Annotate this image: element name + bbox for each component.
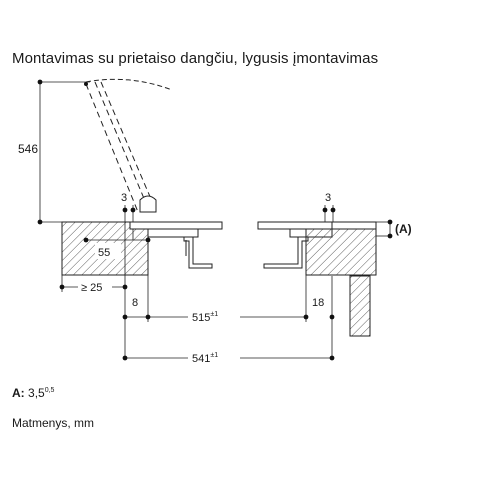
min-distance-label-bg: [78, 280, 112, 294]
height-value: 546: [18, 142, 38, 156]
min-distance-value: ≥ 25: [81, 282, 102, 294]
dim-dot: [122, 355, 128, 361]
dim-dot: [329, 314, 335, 320]
right-countertop-top: [331, 221, 377, 230]
outer-width-label-bg: [188, 351, 240, 365]
depth-value: 55: [98, 247, 110, 259]
depth-label-bg: [95, 243, 121, 259]
lid-open-outline: [85, 81, 155, 213]
dim-dot: [387, 219, 393, 225]
dim-dot: [329, 355, 335, 361]
dim-dot: [59, 284, 65, 290]
tolerance-marker-lines: [376, 221, 391, 237]
inner-width-label-bg: [188, 310, 240, 324]
gap-right-value: 3: [325, 192, 331, 204]
dim-dot: [387, 233, 393, 239]
diagram-title: Montavimas su prietaiso dangčiu, lygusis…: [12, 50, 379, 67]
note-units: Matmenys, mm: [12, 416, 95, 430]
dim-dot: [303, 314, 309, 320]
dim-dot: [330, 207, 336, 213]
lid-swing-arc: [85, 78, 173, 91]
cooktop-left: [129, 195, 223, 269]
dim-dot: [83, 237, 89, 243]
gap-left-value: 3: [121, 192, 127, 204]
offset-left-value: 8: [132, 297, 138, 309]
note-tolerance-a: A: 3,50,5: [12, 386, 54, 400]
outer-width-label: 541±1: [192, 352, 218, 365]
dim-dot: [122, 314, 128, 320]
dim-dot: [37, 79, 43, 85]
gap-right-marks: [324, 205, 334, 222]
dim-dot: [130, 207, 136, 213]
height-dimension: [39, 81, 90, 223]
note-a-tolerance: 0,5: [44, 387, 55, 394]
side-panel: [349, 275, 371, 337]
right-countertop: [305, 228, 377, 276]
tolerance-marker: (A): [395, 222, 412, 236]
dim-dot: [122, 284, 128, 290]
note-a-label: A:: [12, 386, 25, 400]
dim-dot: [145, 237, 151, 243]
dim-dot: [37, 219, 43, 225]
note-a-value: 3,5: [28, 386, 45, 400]
dim-dot: [145, 314, 151, 320]
offset-right-value: 18: [312, 297, 324, 309]
dim-dot: [322, 207, 328, 213]
dim-dot: [122, 207, 128, 213]
inner-width-label: 515±1: [192, 311, 218, 324]
pivot-dot: [84, 82, 88, 86]
